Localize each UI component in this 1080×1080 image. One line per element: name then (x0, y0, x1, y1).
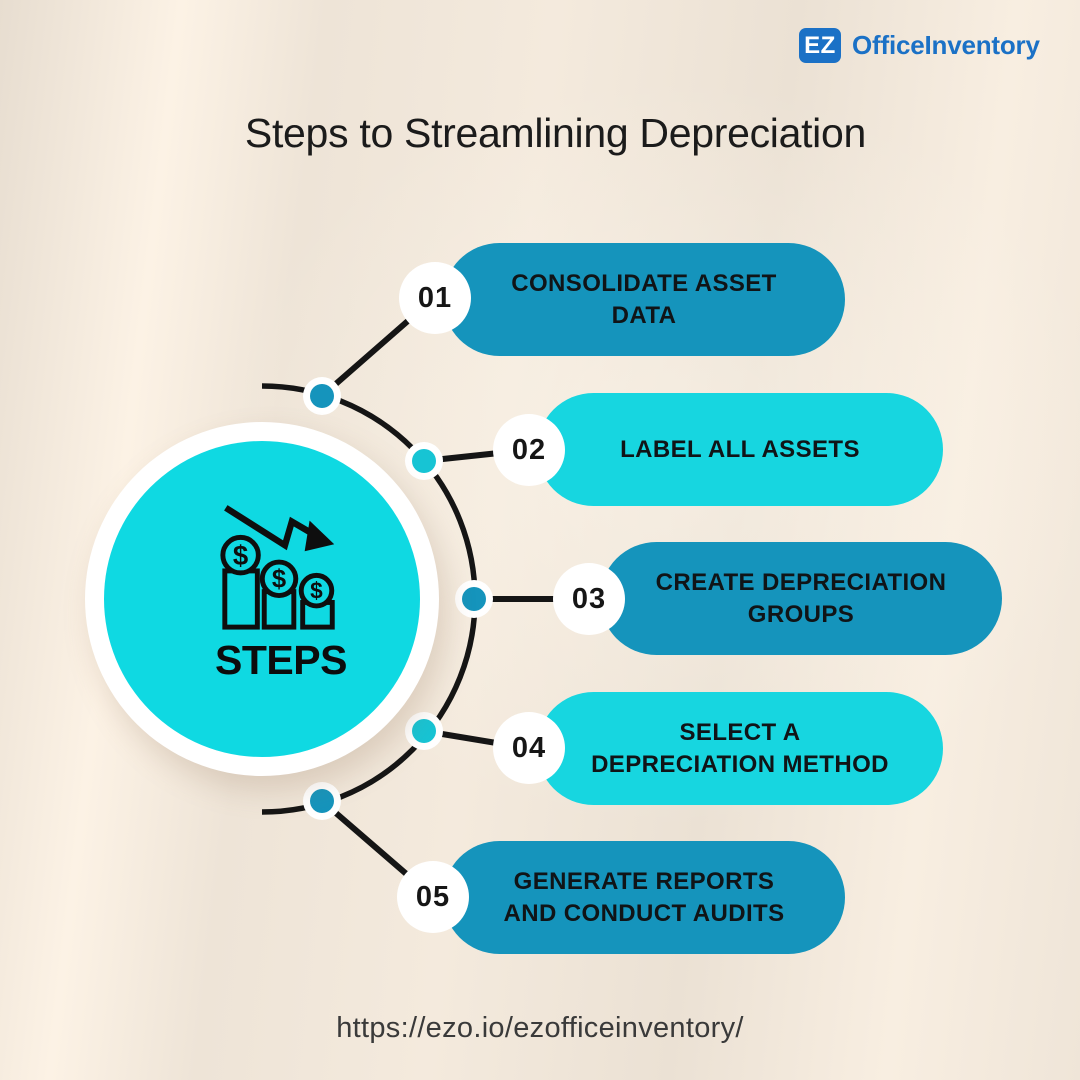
svg-text:$: $ (233, 540, 248, 571)
brand-logo: EZ OfficeInventory (799, 28, 1040, 63)
svg-text:$: $ (272, 566, 286, 594)
page-title: Steps to Streamlining Depreciation (244, 110, 866, 156)
footer-url-link[interactable]: https://ezo.io/ezofficeinventory/ (336, 1012, 744, 1044)
step-label: CREATE DEPRECIATION GROUPS (655, 569, 947, 628)
hub-label: STEPS (215, 637, 347, 683)
step-label: GENERATE REPORTS AND CONDUCT AUDITS (503, 868, 785, 927)
step-label: SELECT A DEPRECIATION METHOD (591, 719, 889, 778)
step-number-02: 02 (493, 414, 565, 486)
ez-logo-badge: EZ (799, 28, 841, 63)
step-pill-01: CONSOLIDATE ASSET DATA (443, 243, 845, 356)
central-hub-inner: $ $ $ STEPS (104, 441, 420, 757)
step-number-03: 03 (553, 563, 625, 635)
svg-text:$: $ (310, 578, 323, 604)
step-pill-03: CREATE DEPRECIATION GROUPS (600, 542, 1002, 655)
step-label: LABEL ALL ASSETS (620, 435, 860, 463)
step-pill-05: GENERATE REPORTS AND CONDUCT AUDITS (443, 841, 845, 954)
connector-dots (303, 377, 493, 820)
brand-name: OfficeInventory (852, 30, 1040, 60)
declining-dollar-bars-icon: $ $ $ (220, 505, 335, 630)
central-hub-circle: $ $ $ STEPS (85, 422, 439, 776)
step-label: CONSOLIDATE ASSET DATA (511, 270, 777, 329)
step-pill-04: SELECT A DEPRECIATION METHOD (537, 692, 943, 805)
step-number-04: 04 (493, 712, 565, 784)
step-number-05: 05 (397, 861, 469, 933)
step-pill-02: LABEL ALL ASSETS (537, 393, 943, 506)
step-number-01: 01 (399, 262, 471, 334)
